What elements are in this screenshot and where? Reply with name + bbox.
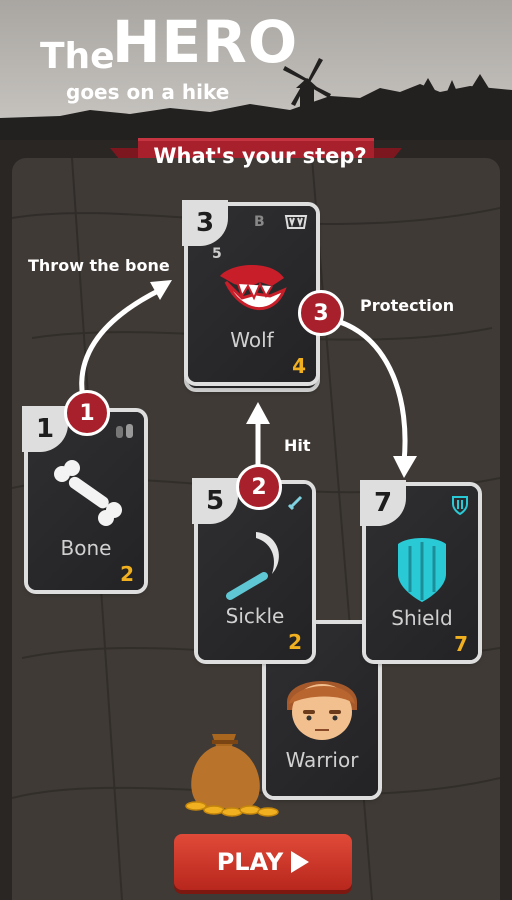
bone-card-number: 1 [22, 406, 68, 452]
footprint-icon [116, 424, 133, 438]
sickle-card[interactable]: 5 Sickle 2 [192, 478, 312, 660]
shield-card-number: 7 [360, 480, 406, 526]
play-button[interactable]: PLAY [174, 834, 352, 890]
step3-badge: 3 [298, 290, 344, 336]
wolf-card-name: Wolf [230, 328, 274, 352]
play-arrow-icon [291, 851, 310, 873]
bone-icon [54, 460, 122, 526]
shield-card[interactable]: 7 Shield 7 [360, 480, 478, 660]
bone-card-name: Bone [60, 536, 112, 560]
shield-small-icon [452, 496, 468, 516]
step2-label: Hit [284, 436, 311, 455]
fangs-icon [284, 215, 308, 229]
step1-label: Throw the bone [28, 256, 170, 275]
wolf-card[interactable]: 3 B 5 Wolf 4 [182, 200, 316, 382]
banner-title: What's your step? [153, 144, 367, 168]
sickle-card-number: 5 [192, 478, 238, 524]
title-hero: HERO [112, 8, 299, 76]
shield-card-name: Shield [391, 606, 453, 630]
windmill-icon [283, 58, 331, 110]
step1-badge: 1 [64, 390, 110, 436]
sickle-card-value: 2 [288, 630, 302, 654]
step3-label: Protection [360, 296, 455, 315]
warrior-portrait-icon [287, 681, 357, 740]
wolf-card-value: 4 [292, 354, 306, 378]
bone-card-value: 2 [120, 562, 134, 586]
money-bag-icon [185, 734, 279, 817]
wolf-card-sub-number: 5 [212, 246, 222, 262]
sword-icon [287, 495, 303, 511]
play-button-label: PLAY [216, 848, 284, 876]
wolf-card-tag: B [254, 214, 265, 230]
wolf-card-number: 3 [182, 200, 228, 246]
step2-badge: 2 [236, 464, 282, 510]
title-subtitle: goes on a hike [66, 80, 230, 104]
bone-card[interactable]: 1 Bone 2 [22, 406, 144, 590]
wolf-jaw-icon [220, 265, 287, 310]
shield-icon [398, 538, 446, 602]
shield-card-value: 7 [454, 632, 468, 656]
sickle-card-name: Sickle [225, 604, 285, 628]
sickle-icon [226, 532, 279, 600]
title-the: The [40, 36, 115, 77]
warrior-card-name: Warrior [285, 748, 359, 772]
